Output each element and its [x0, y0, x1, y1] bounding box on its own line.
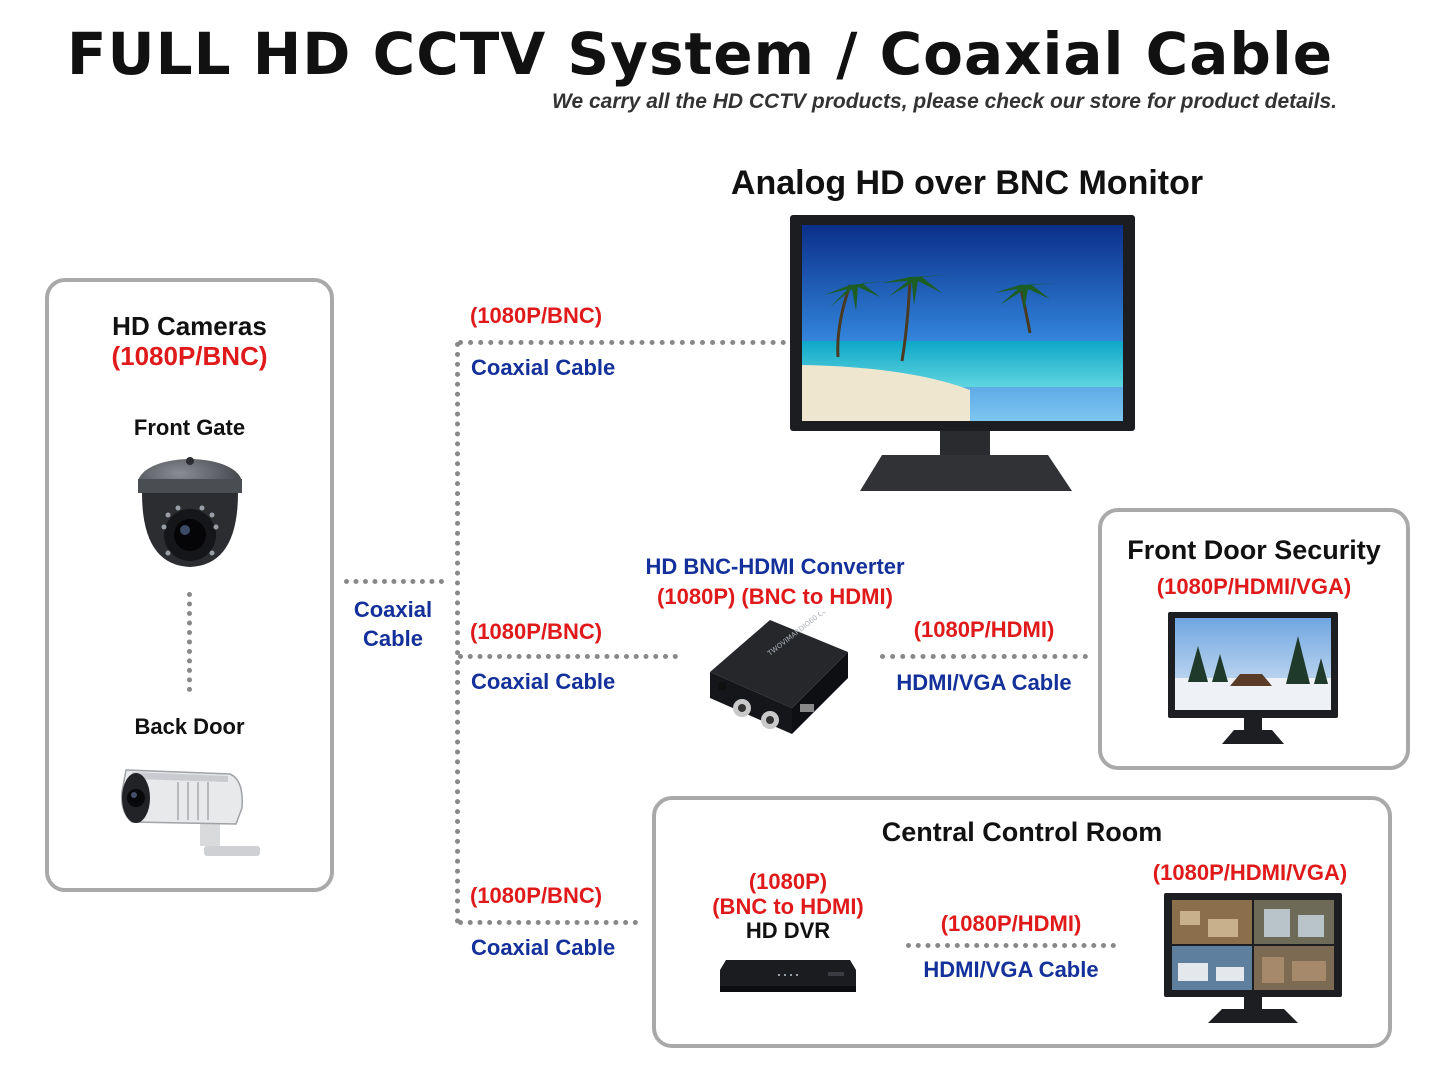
bottom-link-cable: Coaxial Cable: [471, 935, 616, 960]
analog-hd-monitor-image: [790, 215, 1135, 495]
back-door-label: Back Door: [134, 714, 245, 739]
front-door-spec: (1080P/HDMI/VGA): [1156, 574, 1352, 599]
page-title: FULL HD CCTV System / Coaxial Cable: [66, 20, 1334, 88]
control-room-title: Central Control Room: [881, 817, 1163, 847]
control-room-link-spec: (1080P/HDMI): [940, 911, 1082, 936]
control-room-monitor-image: [1164, 893, 1342, 1026]
converter-spec: (1080P) (BNC to HDMI): [657, 584, 893, 609]
cameras-spec: (1080P/BNC): [111, 341, 268, 371]
dvr-label: HD DVR: [745, 918, 831, 943]
bottom-link-spec: (1080P/BNC): [470, 883, 603, 908]
control-room-link-line: [906, 943, 1116, 948]
front-door-monitor-image: [1168, 612, 1338, 747]
hd-dvr-image: [718, 950, 858, 998]
trunk-cable-label-1: Coaxial: [353, 597, 433, 622]
converter-output-cable: HDMI/VGA Cable: [896, 670, 1072, 695]
top-link-line: [458, 340, 786, 345]
trunk-cable-label-2: Cable: [363, 626, 423, 651]
control-room-monitor-spec: (1080P/HDMI/VGA): [1152, 860, 1348, 885]
cameras-heading: HD Cameras: [112, 311, 267, 341]
bnc-hdmi-converter-image: TWOVIMARDIO60 Converter: [700, 612, 850, 737]
mid-link-spec: (1080P/BNC): [470, 619, 603, 644]
dome-camera-image: [128, 455, 252, 570]
monitor-title: Analog HD over BNC Monitor: [730, 164, 1204, 202]
trunk-vertical-line: [455, 342, 460, 924]
converter-output-spec: (1080P/HDMI): [913, 617, 1055, 642]
trunk-link-line: [344, 579, 444, 584]
dvr-spec-2: (BNC to HDMI): [712, 894, 864, 919]
camera-link-line: [187, 592, 192, 692]
mid-link-cable: Coaxial Cable: [471, 669, 616, 694]
top-link-cable: Coaxial Cable: [471, 355, 616, 380]
dvr-spec-1: (1080P): [748, 869, 828, 894]
front-gate-label: Front Gate: [133, 415, 246, 440]
mid-link-line: [458, 654, 678, 659]
bullet-camera-image: [118, 752, 263, 860]
bottom-link-line: [458, 920, 638, 925]
converter-title: HD BNC-HDMI Converter: [645, 554, 905, 579]
page-subtitle: We carry all the HD CCTV products, pleas…: [552, 90, 1337, 113]
converter-output-line: [880, 654, 1088, 659]
control-room-link-cable: HDMI/VGA Cable: [923, 957, 1099, 982]
top-link-spec: (1080P/BNC): [470, 303, 603, 328]
front-door-title: Front Door Security: [1127, 535, 1381, 565]
